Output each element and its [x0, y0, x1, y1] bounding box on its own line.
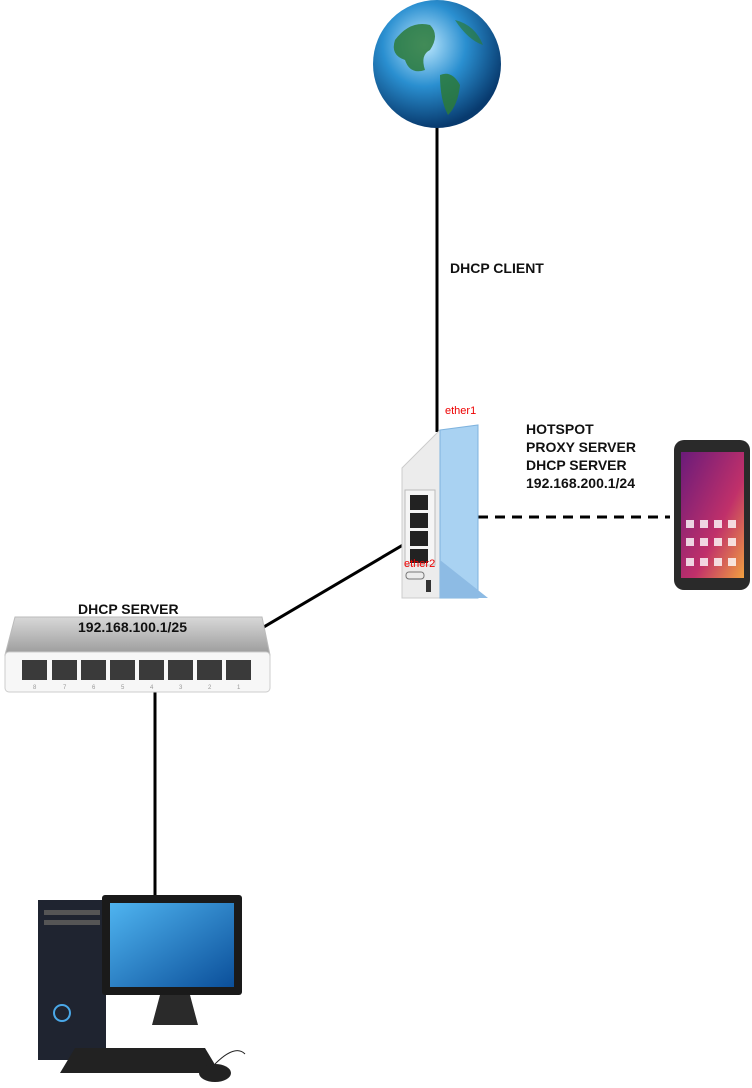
switch-port-number: 4	[150, 685, 154, 691]
switch-port-number: 8	[33, 685, 37, 691]
desktop-computer-icon	[38, 895, 246, 1082]
switch-icon: 8 7 6 5 4 3 2 1	[4, 616, 271, 693]
globe-icon	[373, 0, 501, 128]
switch-port-number: 7	[63, 685, 67, 691]
switch-port-number: 3	[179, 685, 183, 691]
switch-port-number: 5	[121, 685, 125, 691]
port-label-ether2: ether2	[404, 558, 436, 570]
router-switch-link	[239, 530, 426, 643]
service-dhcp-lan: DHCP SERVER	[78, 601, 179, 617]
smartphone-icon	[674, 440, 750, 590]
service-hotspot: HOTSPOT	[526, 421, 594, 437]
wlan-subnet: 192.168.200.1/24	[526, 475, 635, 491]
lan-subnet: 192.168.100.1/25	[78, 619, 187, 635]
router-services-label: HOTSPOT PROXY SERVER DHCP SERVER 192.168…	[526, 420, 636, 492]
switch-port-number: 1	[237, 685, 241, 691]
service-proxy: PROXY SERVER	[526, 439, 636, 455]
service-dhcp: DHCP SERVER	[526, 457, 627, 473]
wan-link-label: DHCP CLIENT	[450, 260, 544, 276]
lan-services-label: DHCP SERVER 192.168.100.1/25	[78, 600, 187, 636]
switch-port-number: 2	[208, 685, 212, 691]
port-label-ether1: ether1	[445, 405, 477, 417]
switch-port-number: 6	[92, 685, 96, 691]
router-icon	[401, 424, 488, 599]
